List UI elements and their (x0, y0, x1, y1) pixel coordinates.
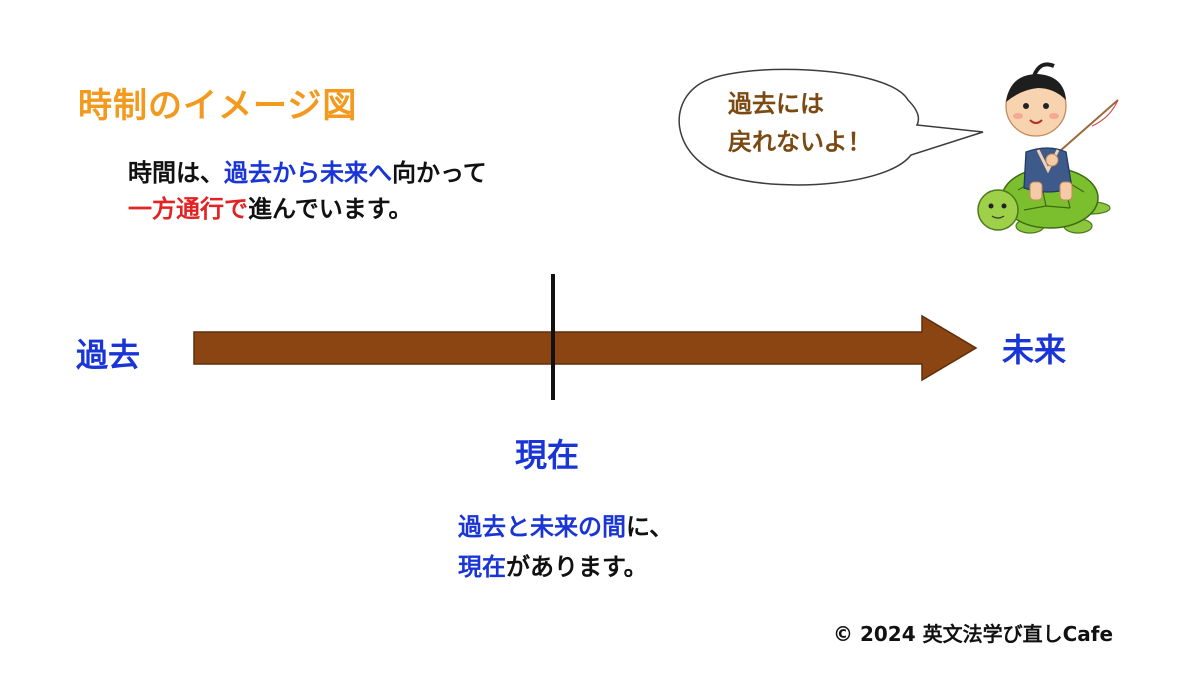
speech-bubble-line-2: 戻れないよ！ (728, 128, 872, 156)
timeline-arrow (193, 274, 978, 400)
copyright-text: © 2024 英文法学び直しCafe (833, 622, 1114, 646)
present-note: 過去と未来の間に、 現在があります。 (458, 507, 673, 587)
present-note-line-1-highlight: 過去と未来の間 (458, 513, 626, 541)
speech-bubble-line-1: 過去には (728, 90, 824, 118)
timeline-arrow-shape (193, 314, 978, 382)
intro-line-2: 一方通行で進んでいます。 (128, 191, 487, 227)
speech-bubble-shape (678, 68, 984, 186)
intro-text: 時間は、過去から未来へ向かって 一方通行で進んでいます。 (128, 155, 487, 227)
speech-bubble (678, 68, 984, 186)
speech-bubble-text: 過去には 戻れないよ！ (728, 85, 872, 161)
future-label: 未来 (1002, 331, 1067, 369)
present-label: 現在 (515, 436, 580, 474)
present-note-line-2-highlight: 現在 (458, 553, 506, 581)
intro-line-2-suffix: 進んでいます。 (248, 195, 413, 223)
intro-line-1-suffix: 向かって (392, 159, 487, 187)
intro-line-2-highlight: 一方通行で (128, 195, 248, 223)
past-label: 過去 (76, 336, 141, 374)
present-note-line-2-suffix: があります。 (506, 553, 648, 581)
present-note-line-2: 現在があります。 (458, 547, 673, 587)
page-title: 時制のイメージ図 (78, 86, 358, 126)
intro-line-1-prefix: 時間は、 (128, 159, 224, 187)
present-note-line-1: 過去と未来の間に、 (458, 507, 673, 547)
present-note-line-1-suffix: に、 (626, 513, 674, 541)
intro-line-1-highlight: 過去から未来へ (224, 159, 392, 187)
boy-riding-turtle-icon (977, 62, 1119, 234)
intro-line-1: 時間は、過去から未来へ向かって (128, 155, 487, 191)
